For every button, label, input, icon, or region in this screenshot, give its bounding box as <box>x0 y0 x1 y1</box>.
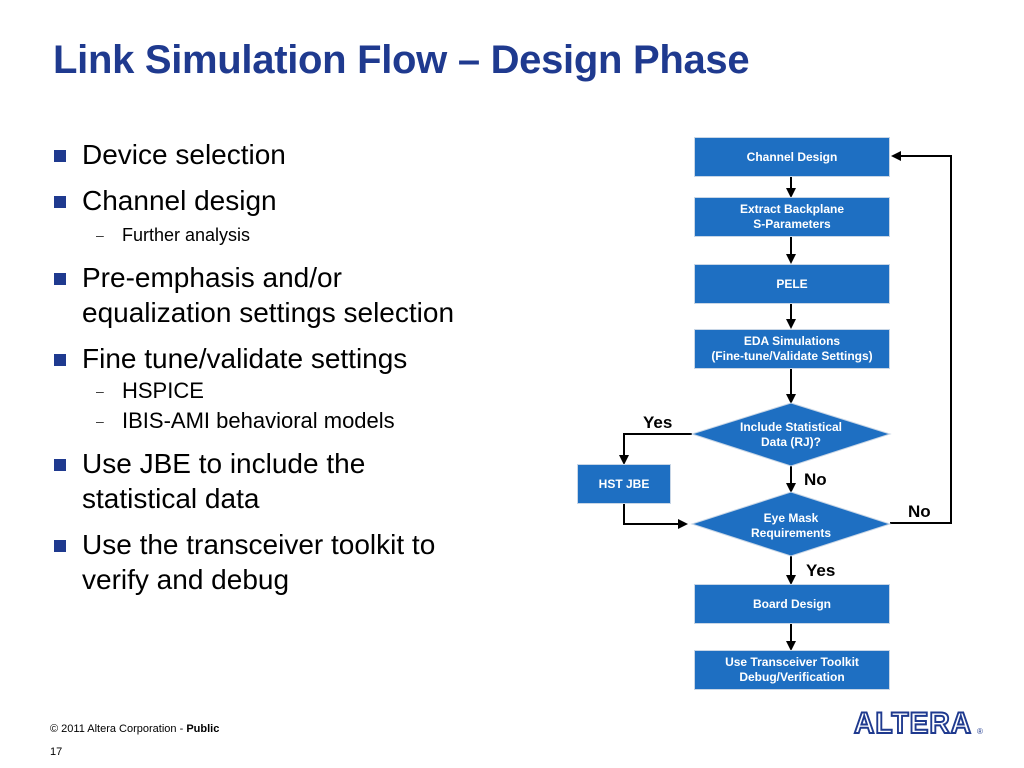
dash-marker: – <box>96 413 104 429</box>
bullet-text-line: verify and debug <box>82 564 290 595</box>
decision-include-statistical-line2: Data (RJ)? <box>761 435 821 449</box>
arrow-eye-no-loop <box>890 151 952 524</box>
slide-title: Link Simulation Flow – Design Phase <box>53 38 750 82</box>
sub-bullet-group: – HSPICE – IBIS-AMI behavioral models <box>50 376 570 436</box>
label-no-include: No <box>804 470 827 489</box>
sub-bullet-hspice: – HSPICE <box>50 376 570 406</box>
process-label: Board Design <box>752 596 831 611</box>
bullet-text-line: Use the transceiver toolkit to <box>82 529 436 560</box>
decision-include-statistical-line1: Include Statistical <box>740 420 842 434</box>
bullet-use-jbe: Use JBE to include the statistical data <box>50 446 570 516</box>
copyright-text: © 2011 Altera Corporation - <box>50 723 187 735</box>
process-label-line2: S-Parameters <box>753 217 831 231</box>
bullet-device-selection: Device selection <box>50 137 570 172</box>
process-extract-backplane: Extract Backplane S-Parameters <box>694 197 890 237</box>
bullet-text-line: Pre-emphasis and/or <box>82 262 342 293</box>
classification-label: Public <box>186 723 220 735</box>
sub-bullet-text: IBIS-AMI behavioral models <box>122 408 395 433</box>
process-label: Channel Design <box>746 149 838 164</box>
bullet-text: Device selection <box>82 139 286 170</box>
dash-marker: – <box>96 383 104 399</box>
process-label: HST JBE <box>598 476 650 491</box>
square-bullet-icon <box>54 540 66 552</box>
arrow-include-yes-to-hst <box>619 433 692 465</box>
process-label-line1: Use Transceiver Toolkit <box>725 655 859 669</box>
label-no-eye-mask: No <box>908 502 931 521</box>
decision-eye-mask-line1: Eye Mask <box>764 511 819 525</box>
decision-eye-mask-line2: Requirements <box>751 526 831 540</box>
dash-marker: – <box>96 227 104 243</box>
bullet-text-line: equalization settings selection <box>82 297 455 328</box>
process-channel-design: Channel Design <box>694 137 890 177</box>
bullet-text: Channel design <box>82 185 277 216</box>
copyright-footer: © 2011 Altera Corporation - Public <box>50 723 219 735</box>
label-yes-include: Yes <box>643 413 673 432</box>
bullet-channel-design: Channel design <box>50 183 570 218</box>
sub-bullet-text: HSPICE <box>122 378 204 403</box>
process-label-line1: Extract Backplane <box>739 202 845 216</box>
page-number: 17 <box>50 746 63 758</box>
process-pele: PELE <box>694 264 890 304</box>
sub-bullet-further-analysis: – Further analysis <box>50 222 570 248</box>
arrow-hst-to-eye <box>623 504 688 529</box>
bullet-pre-emphasis: Pre-emphasis and/or equalization setting… <box>50 260 570 330</box>
bullet-text-line: Use JBE to include the <box>82 448 366 479</box>
square-bullet-icon <box>54 273 66 285</box>
process-label-line2: Debug/Verification <box>739 670 845 684</box>
process-label-line2: (Fine-tune/Validate Settings) <box>711 349 873 363</box>
process-transceiver-toolkit: Use Transceiver Toolkit Debug/Verificati… <box>694 650 890 690</box>
process-board-design: Board Design <box>694 584 890 624</box>
process-label-line1: EDA Simulations <box>743 334 841 348</box>
process-hst-jbe: HST JBE <box>577 464 671 504</box>
process-label: PELE <box>776 276 808 291</box>
sub-bullet-text: Further analysis <box>122 225 251 245</box>
decision-include-statistical-shape <box>690 402 892 467</box>
altera-logo: ALTERA ® <box>853 706 983 739</box>
bullet-text-line: statistical data <box>82 483 260 514</box>
decision-eye-mask-shape <box>690 491 892 557</box>
process-eda-simulations: EDA Simulations (Fine-tune/Validate Sett… <box>694 329 890 369</box>
label-yes-eye-mask: Yes <box>806 561 836 580</box>
square-bullet-icon <box>54 354 66 366</box>
logo-wordmark: ALTERA <box>854 707 972 739</box>
bullet-text: Fine tune/validate settings <box>82 343 408 374</box>
bullet-list: Device selection Channel design – Furthe… <box>50 137 570 608</box>
bullet-fine-tune: Fine tune/validate settings <box>50 341 570 376</box>
square-bullet-icon <box>54 196 66 208</box>
square-bullet-icon <box>54 150 66 162</box>
sub-bullet-ibis-ami: – IBIS-AMI behavioral models <box>50 406 570 436</box>
bullet-transceiver-toolkit: Use the transceiver toolkit to verify an… <box>50 527 570 597</box>
square-bullet-icon <box>54 459 66 471</box>
registered-mark: ® <box>977 727 983 736</box>
